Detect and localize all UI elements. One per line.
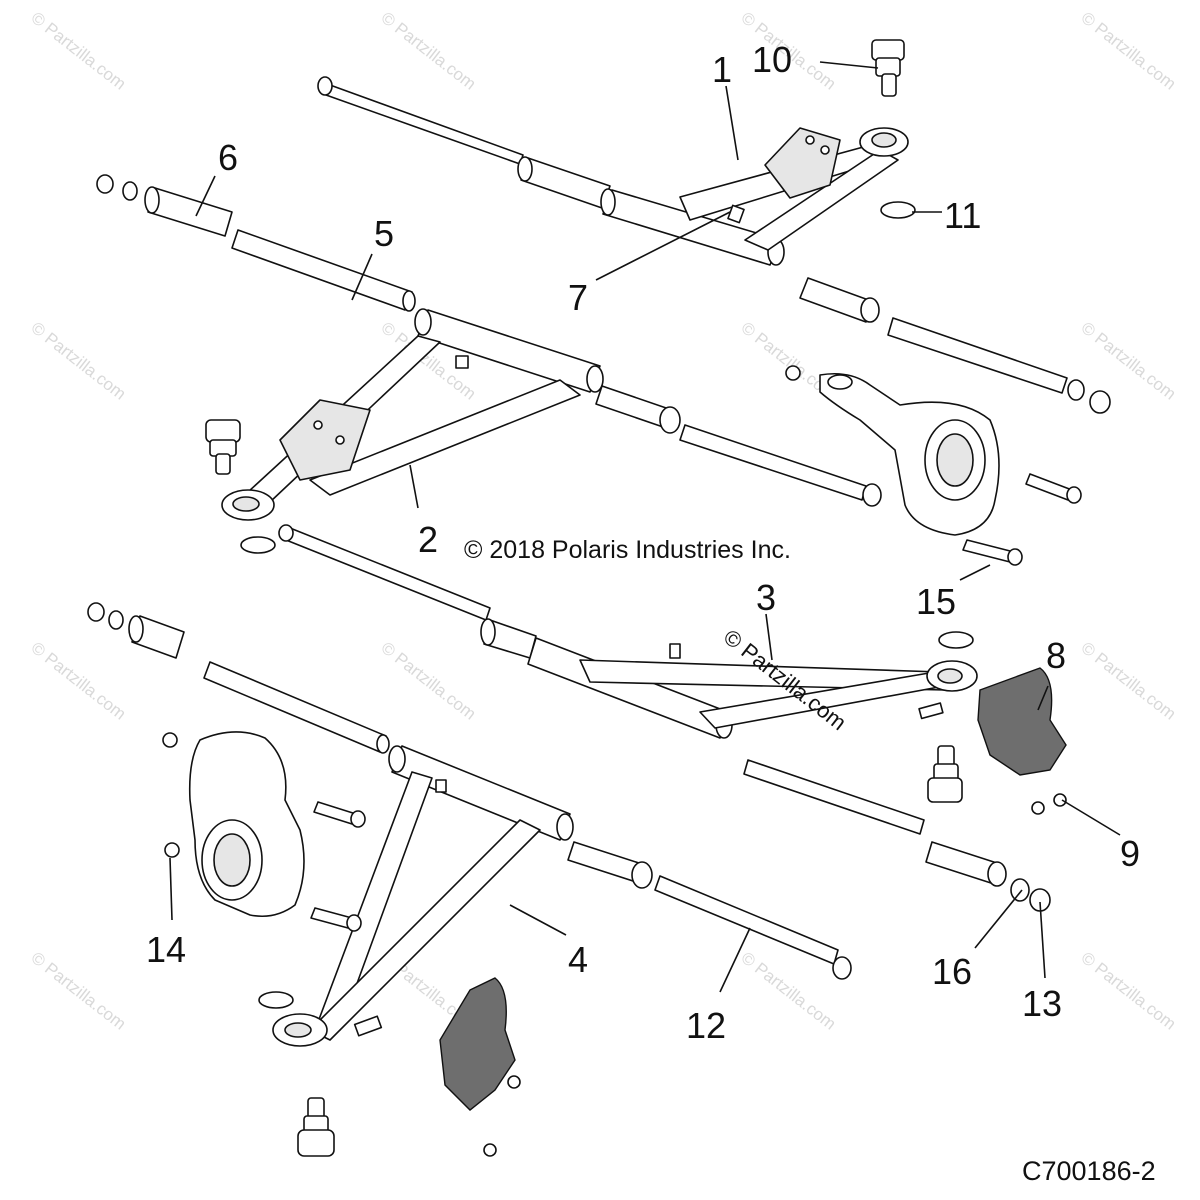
snap-ring-bottom (258, 991, 294, 1009)
a-arm-2 (221, 308, 604, 521)
watermark: © Partzilla.com (378, 638, 480, 724)
snap-ring-11 (880, 201, 916, 219)
bushing-sleeve-arm-3 (480, 618, 537, 659)
callout-6: 6 (218, 137, 238, 178)
nut-knuckle (785, 365, 801, 381)
snap-ring-arm-3 (938, 631, 974, 649)
nut-washer-left (96, 174, 138, 201)
steering-knuckle-left (188, 731, 305, 918)
watermark: © Partzilla.com (1078, 948, 1180, 1034)
bushing-sleeve-upper (517, 156, 611, 209)
watermark: © Partzilla.com (28, 948, 130, 1034)
ball-joint-bottom (297, 1097, 335, 1157)
ball-joint-lower-right (927, 745, 963, 803)
bushing-bottom-left (128, 615, 185, 659)
watermark: © Partzilla.com (28, 8, 130, 94)
a-arm-3 (527, 637, 978, 739)
watermark: © Partzilla.com (738, 948, 840, 1034)
callout-8: 8 (1046, 635, 1066, 676)
grease-fitting-7 (727, 204, 745, 224)
watermark: © Partzilla.com (1078, 638, 1180, 724)
callout-12: 12 (686, 1005, 726, 1046)
callout-1: 1 (712, 49, 732, 90)
callout-11: 11 (944, 195, 981, 236)
snap-ring-lower-left (240, 536, 276, 554)
callout-labels: 1 2 3 4 5 6 7 8 9 10 11 12 13 14 15 16 (146, 39, 1140, 1046)
watermark: © Partzilla.com (28, 638, 130, 724)
callout-5: 5 (374, 213, 394, 254)
nut-washer-bottom-left (87, 602, 124, 630)
sleeve-right-arm-3 (743, 759, 1051, 912)
callout-7: 7 (568, 277, 588, 318)
bushing-sleeve-right-upper (799, 277, 1111, 414)
diagram-code: C700186-2 (1022, 1156, 1156, 1186)
ball-joint-10 (871, 39, 905, 97)
bolt-knuckle-left-upper (313, 801, 366, 828)
bolt-shield-bottom-1 (483, 1143, 497, 1157)
sleeve-bottom (203, 661, 390, 754)
nut-14 (164, 842, 180, 858)
pivot-bolt-upper (317, 76, 524, 165)
sleeve-5 (231, 229, 416, 312)
grease-fitting-arm-3 (669, 643, 681, 659)
callout-9: 9 (1120, 833, 1140, 874)
skid-shield-bottom (439, 977, 516, 1111)
watermark-layer: © Partzilla.com © Partzilla.com © Partzi… (28, 8, 1180, 1034)
bushing-6 (144, 186, 233, 237)
bolt-shield-bottom-2 (507, 1075, 521, 1089)
lower-front-arm-assembly (87, 602, 852, 1157)
upper-rear-arm-assembly (317, 39, 1111, 414)
callout-13: 13 (1022, 983, 1062, 1024)
bolt-knuckle-upper (1025, 473, 1082, 504)
a-arm-1 (600, 127, 909, 266)
callout-4: 4 (568, 939, 588, 980)
skid-shield-8 (977, 667, 1067, 776)
callout-10: 10 (752, 39, 792, 80)
watermark: © Partzilla.com (1078, 318, 1180, 404)
watermark: © Partzilla.com (1078, 8, 1180, 94)
nut-top-left (162, 732, 178, 748)
callout-3: 3 (756, 577, 776, 618)
callout-16: 16 (932, 951, 972, 992)
leader-lines (169, 61, 1121, 993)
steering-knuckle-right (819, 372, 1000, 536)
callout-2: 2 (418, 519, 438, 560)
a-arm-4 (272, 745, 574, 1047)
callout-14: 14 (146, 929, 186, 970)
bolts-9 (1031, 793, 1067, 815)
bolt-knuckle-left-lower (310, 907, 362, 932)
lower-rear-arm-assembly (96, 174, 1082, 566)
watermark: © Partzilla.com (28, 318, 130, 404)
pivot-bolt-lower (278, 524, 491, 621)
bolt-15 (962, 539, 1023, 566)
callout-15: 15 (916, 581, 956, 622)
watermark: © Partzilla.com (378, 8, 480, 94)
copyright-notice: © 2018 Polaris Industries Inc. (464, 536, 791, 564)
ball-joint-lower-left (205, 419, 241, 475)
bolt-12 (567, 841, 852, 980)
sleeve-bolt-right-lower (595, 385, 882, 507)
